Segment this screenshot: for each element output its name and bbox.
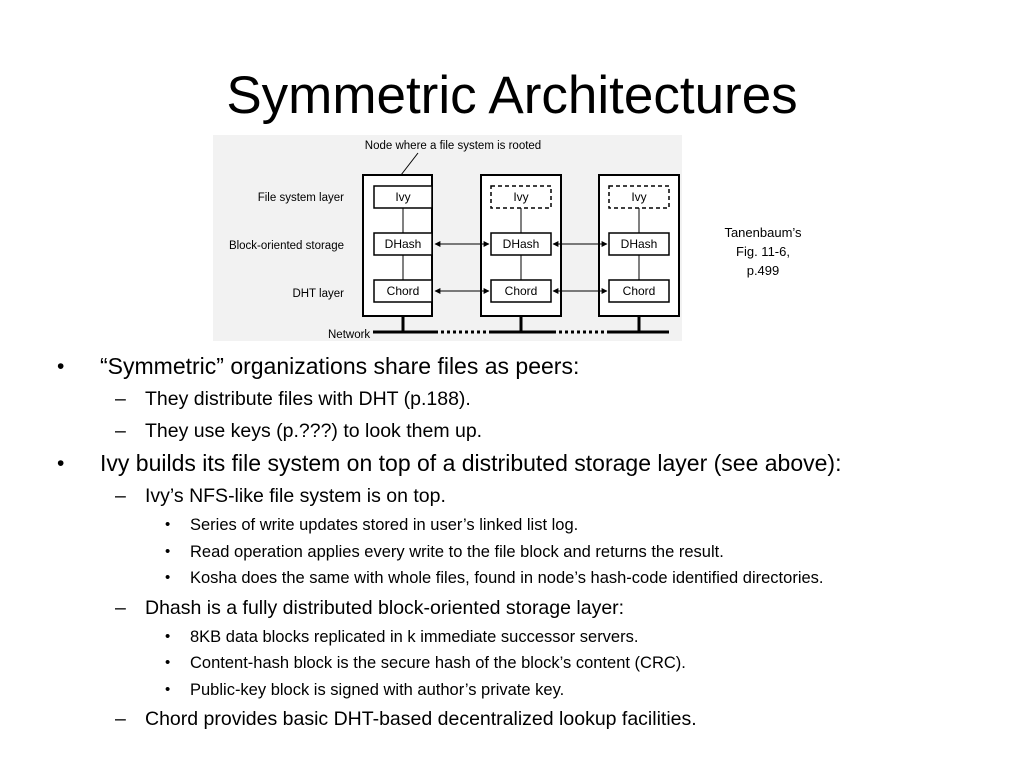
ivy-label: Ivy xyxy=(513,190,528,204)
dhash-label: DHash xyxy=(621,237,658,251)
bullet-mark: – xyxy=(115,708,126,730)
bullet-item: • Series of write updates stored in user’… xyxy=(55,512,995,539)
network-label: Network xyxy=(328,329,370,341)
bullet-text: “Symmetric” organizations share files as… xyxy=(100,353,580,379)
bullet-text: Read operation applies every write to th… xyxy=(190,542,724,561)
bullet-mark: • xyxy=(165,627,171,645)
caption-line: Fig. 11-6, xyxy=(736,244,790,259)
figure-top-label: Node where a file system is rooted xyxy=(365,140,541,152)
bullet-text: Public-key block is signed with author’s… xyxy=(190,680,565,699)
ivy-label: Ivy xyxy=(395,190,410,204)
chord-label: Chord xyxy=(623,284,656,298)
bullet-item: • Public-key block is signed with author’… xyxy=(55,677,995,704)
bullet-text: Ivy’s NFS-like file system is on top. xyxy=(145,485,446,507)
bullet-item: –They use keys (p.???) to look them up. xyxy=(55,415,995,447)
bullet-item: –Chord provides basic DHT-based decentra… xyxy=(55,703,995,735)
bullet-mark: • xyxy=(165,516,171,533)
chord-box xyxy=(490,279,552,303)
bullet-item: • Kosha does the same with whole files, f… xyxy=(55,565,995,592)
bullet-item: • Read operation applies every write to t… xyxy=(55,539,995,566)
slide-title: Symmetric Architectures xyxy=(226,66,798,125)
bullet-item: • Ivy builds its file system on top of a … xyxy=(55,447,995,480)
bullet-mark: • xyxy=(57,355,65,378)
figure-caption: Tanenbaum’s Fig. 11-6, p.499 xyxy=(708,223,818,280)
layer-label-storage: Block-oriented storage xyxy=(229,240,344,252)
bullet-mark: – xyxy=(115,485,126,507)
dhash-box xyxy=(490,232,552,256)
peer-arrows xyxy=(434,241,608,294)
bullet-item: • “Symmetric” organizations share files a… xyxy=(55,350,995,383)
layer-label-dht: DHT layer xyxy=(292,288,344,300)
architecture-figure: Node where a file system is rooted File … xyxy=(213,135,682,341)
ivy-label: Ivy xyxy=(631,190,646,204)
bullet-mark: • xyxy=(165,654,171,671)
bullet-list: • “Symmetric” organizations share files a… xyxy=(55,350,995,735)
dhash-box xyxy=(608,232,670,256)
layer-label-filesystem: File system layer xyxy=(258,192,344,204)
ivy-box-dashed xyxy=(490,185,552,209)
bullet-item: • 8KB data blocks replicated in k immedia… xyxy=(55,624,995,651)
bullet-item: –Dhash is a fully distributed block-orie… xyxy=(55,592,995,624)
caption-line: p.499 xyxy=(746,263,780,278)
node-2: Ivy DHash Chord xyxy=(480,174,562,317)
ivy-box-dashed xyxy=(608,185,670,209)
node-1: Ivy DHash Chord xyxy=(362,174,433,317)
bullet-text: Chord provides basic DHT-based decentral… xyxy=(145,708,697,730)
chord-box xyxy=(608,279,670,303)
bullet-text: 8KB data blocks replicated in k immediat… xyxy=(190,627,639,646)
bullet-item: –They distribute files with DHT (p.188). xyxy=(55,383,995,415)
bullet-mark: – xyxy=(115,596,126,619)
caption-line: Tanenbaum’s xyxy=(724,225,802,240)
bullet-mark: – xyxy=(115,420,126,442)
bullet-mark: • xyxy=(165,680,171,698)
dhash-label: DHash xyxy=(385,237,422,251)
bullet-text: Kosha does the same with whole files, fo… xyxy=(190,569,824,587)
node-3: Ivy DHash Chord xyxy=(598,174,680,317)
bullet-mark: • xyxy=(165,569,171,586)
chord-box xyxy=(373,279,433,303)
bullet-text: They use keys (p.???) to look them up. xyxy=(145,420,483,442)
bullet-text: Dhash is a fully distributed block-orien… xyxy=(145,596,625,619)
dhash-box xyxy=(373,232,433,256)
chord-label: Chord xyxy=(505,284,538,298)
bullet-item: • Content-hash block is the secure hash o… xyxy=(55,650,995,677)
chord-label: Chord xyxy=(387,284,420,298)
bullet-text: Content-hash block is the secure hash of… xyxy=(190,654,686,672)
architecture-diagram: Node where a file system is rooted File … xyxy=(229,140,680,341)
bullet-item: –Ivy’s NFS-like file system is on top. xyxy=(55,480,995,512)
dhash-label: DHash xyxy=(503,237,540,251)
bullet-mark: – xyxy=(115,388,126,410)
bullet-text: Series of write updates stored in user’s… xyxy=(190,516,579,534)
ivy-box xyxy=(373,185,433,209)
bullet-text: They distribute files with DHT (p.188). xyxy=(145,388,471,410)
bullet-text: Ivy builds its file system on top of a d… xyxy=(100,450,842,476)
network-bus xyxy=(373,316,669,334)
bullet-mark: • xyxy=(165,542,171,560)
bullet-mark: • xyxy=(57,452,65,475)
